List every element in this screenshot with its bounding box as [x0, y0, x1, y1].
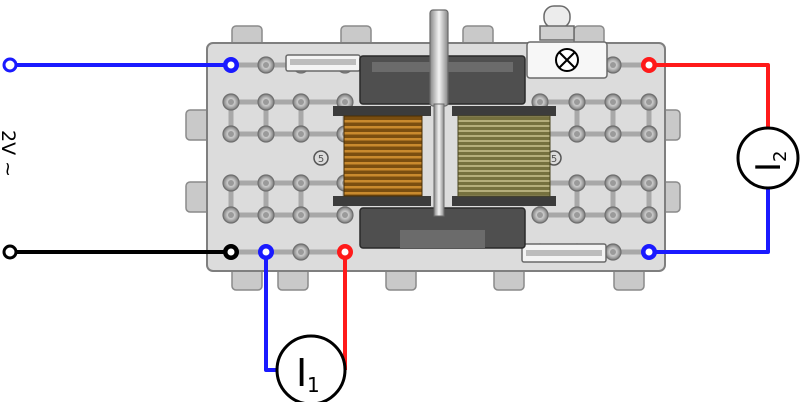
board-socket-hole	[574, 131, 580, 137]
board-socket-hole	[574, 212, 580, 218]
ammeter-secondary-subscript: 2	[770, 151, 791, 162]
board-socket-hole	[263, 62, 269, 68]
transformer	[333, 9, 556, 249]
board-socket-hole	[646, 212, 652, 218]
board-socket-hole	[228, 131, 234, 137]
terminals	[223, 57, 657, 260]
board-socket-hole	[646, 99, 652, 105]
board-socket-hole	[263, 212, 269, 218]
source-terminal-neutral[interactable]	[2, 244, 18, 260]
wire-secondary-blue	[649, 188, 770, 254]
jumper-top	[285, 54, 361, 72]
ammeter-primary-subscript: 1	[307, 373, 320, 397]
plug-marker-left: 5	[313, 150, 329, 166]
board-socket-hole	[263, 180, 269, 186]
board-socket-hole	[228, 212, 234, 218]
ammeter-primary-letter: I	[296, 351, 307, 395]
board-socket-hole	[342, 99, 348, 105]
board-socket-hole	[298, 99, 304, 105]
board-socket-hole	[537, 212, 543, 218]
primary-coil	[333, 106, 431, 206]
source-terminal-live[interactable]	[2, 57, 18, 73]
board-socket-hole	[263, 99, 269, 105]
board-socket-hole	[298, 180, 304, 186]
board-socket-hole	[537, 99, 543, 105]
board-socket-hole	[263, 131, 269, 137]
wire-primary-blue	[264, 252, 276, 372]
board-socket-hole	[574, 180, 580, 186]
board-tabs	[185, 25, 681, 291]
board-socket-hole	[228, 180, 234, 186]
svg-text:5: 5	[318, 154, 324, 165]
adjust-rod	[429, 9, 449, 107]
lamp-cross-icon	[555, 48, 579, 72]
board-socket-hole	[298, 212, 304, 218]
board-socket-hole	[342, 212, 348, 218]
ammeter-secondary-letter: I	[749, 162, 789, 172]
board-socket-hole	[610, 180, 616, 186]
board-socket-hole	[610, 212, 616, 218]
source-voltage-label: 2V ~	[0, 130, 19, 177]
board-socket-hole	[228, 99, 234, 105]
board-socket-hole	[610, 131, 616, 137]
board-socket-hole	[646, 131, 652, 137]
board-socket-hole	[298, 131, 304, 137]
board-socket-hole	[610, 62, 616, 68]
ammeter-secondary: I 2	[736, 126, 800, 190]
board-socket-hole	[610, 249, 616, 255]
board-socket-hole	[574, 99, 580, 105]
wire-primary-red	[343, 252, 347, 372]
board-socket-hole	[610, 99, 616, 105]
board-socket-hole	[298, 249, 304, 255]
svg-text:5: 5	[551, 154, 557, 165]
secondary-coil	[452, 106, 556, 206]
jumper-bottom	[521, 243, 607, 263]
ammeter-primary: I 1	[275, 334, 347, 402]
wire-secondary-red	[649, 63, 770, 128]
lamp-module	[526, 5, 608, 79]
board-socket-hole	[646, 180, 652, 186]
